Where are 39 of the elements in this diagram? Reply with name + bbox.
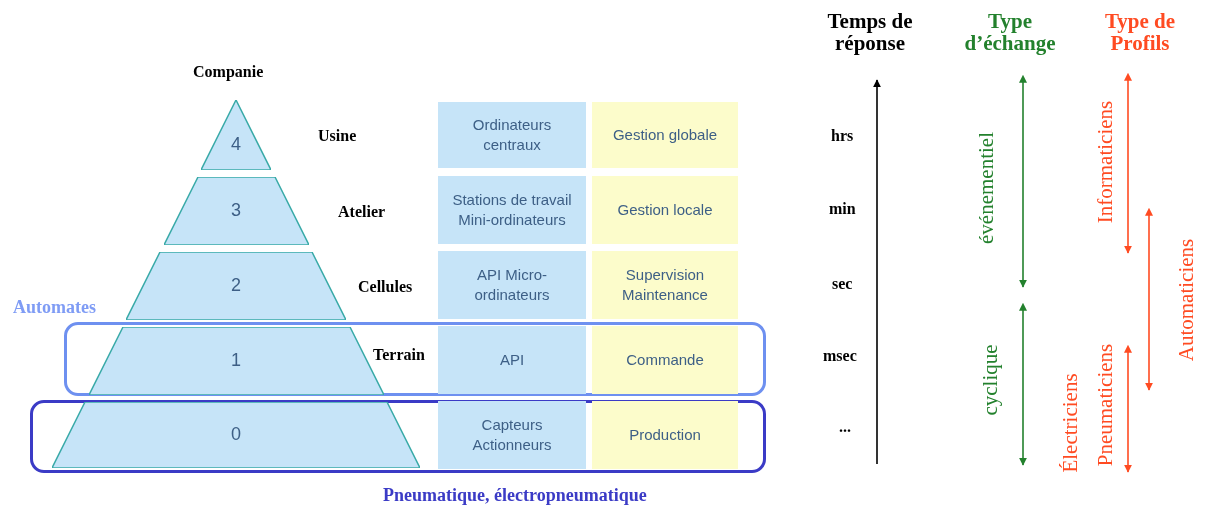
function-box: Production bbox=[592, 401, 738, 469]
column-heading: Type de Profils bbox=[1103, 10, 1177, 55]
time-label: hrs bbox=[831, 127, 854, 145]
column-heading: Type d’échange bbox=[963, 10, 1057, 55]
level-name: Atelier bbox=[338, 203, 386, 221]
band-title: Pneumatique, électropneumatique bbox=[383, 485, 647, 506]
equipment-box: Stations de travail Mini-ordinateurs bbox=[438, 176, 586, 244]
profile-label: Pneumaticiens bbox=[1092, 343, 1118, 467]
level-name: Usine bbox=[318, 127, 357, 145]
time-label: ... bbox=[839, 418, 851, 436]
equipment-box: Capteurs Actionneurs bbox=[438, 401, 586, 469]
level-number: 4 bbox=[230, 134, 242, 155]
function-box: Supervision Maintenance bbox=[592, 251, 738, 319]
function-box: Commande bbox=[592, 326, 738, 394]
level-name: Terrain bbox=[373, 346, 425, 364]
equipment-box: API bbox=[438, 326, 586, 394]
function-box: Gestion globale bbox=[592, 102, 738, 168]
exchange-label: cyclique bbox=[977, 344, 1003, 416]
level-number: 0 bbox=[230, 424, 242, 445]
level-name: Companie bbox=[193, 63, 264, 81]
level-number: 2 bbox=[230, 275, 242, 296]
equipment-box: API Micro-ordinateurs bbox=[438, 251, 586, 319]
time-label: msec bbox=[823, 347, 857, 365]
level-name: Cellules bbox=[358, 278, 413, 296]
profile-label: Automaticiens bbox=[1173, 238, 1199, 362]
column-heading: Temps de réponse bbox=[826, 10, 914, 55]
profile-label: Informaticiens bbox=[1092, 100, 1118, 224]
equipment-box: Ordinateurs centraux bbox=[438, 102, 586, 168]
profile-label: Électriciens bbox=[1057, 373, 1083, 473]
time-label: min bbox=[829, 200, 856, 218]
pyramid-level bbox=[52, 402, 420, 468]
pyramid-triangle bbox=[201, 100, 271, 170]
time-label: sec bbox=[832, 275, 853, 293]
exchange-label: événementiel bbox=[973, 132, 999, 244]
function-box: Gestion locale bbox=[592, 176, 738, 244]
pyramid-level bbox=[163, 177, 309, 245]
pyramid-level bbox=[126, 252, 346, 320]
band-title: Automates bbox=[13, 297, 96, 318]
level-number: 3 bbox=[230, 200, 242, 221]
